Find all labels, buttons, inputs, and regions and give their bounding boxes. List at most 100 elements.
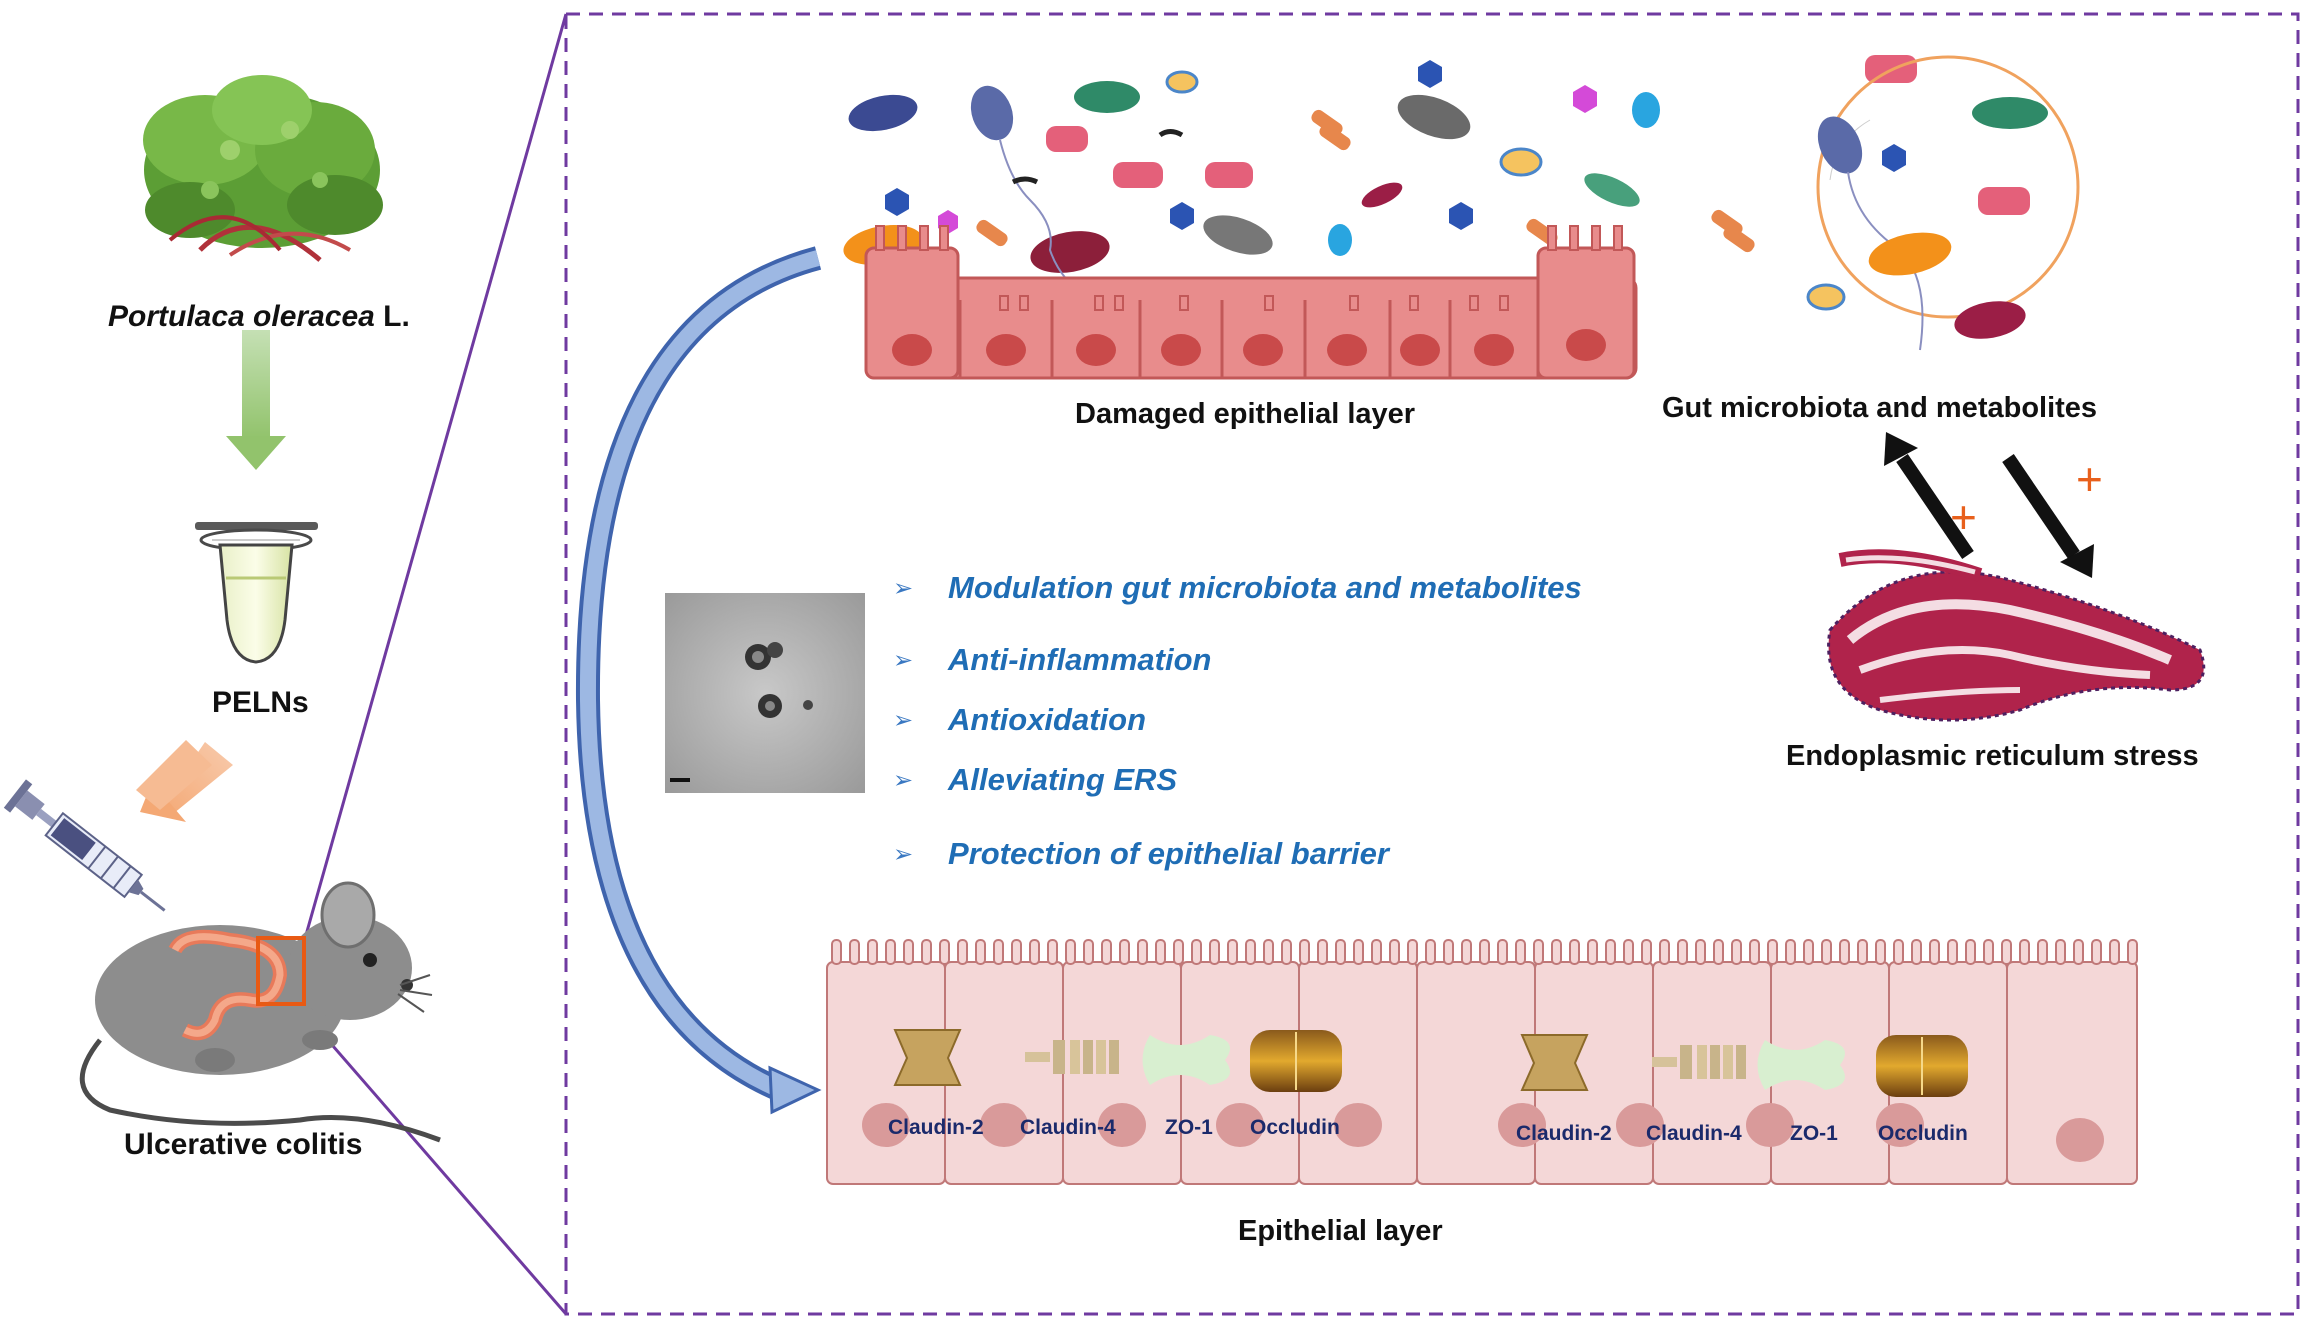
microvillus [1821, 939, 1832, 965]
microvillus [1263, 939, 1274, 965]
microvillus [993, 939, 1004, 965]
microvillus [1515, 939, 1526, 965]
microvillus [1911, 939, 1922, 965]
microvillus [1029, 939, 1040, 965]
microvillus [1119, 939, 1130, 965]
microvillus [1335, 939, 1346, 965]
purslane-plant-illustration [143, 75, 383, 262]
microvillus [1173, 939, 1184, 965]
bullet-icon: ➢ [893, 766, 914, 794]
microvillus [1749, 939, 1760, 965]
plus-sign-1: + [1950, 491, 1977, 543]
microvillus [1083, 939, 1094, 965]
tight-junctions-left [893, 1029, 1342, 1092]
microvillus [1569, 939, 1580, 965]
gut-microbiota-cluster [843, 55, 2030, 301]
bullet-icon: ➢ [893, 840, 914, 868]
tj-label-claudin4-left: Claudin-4 [1020, 1116, 1116, 1139]
tj-label-claudin2-left: Claudin-2 [888, 1116, 984, 1139]
microvillus [2091, 939, 2102, 965]
microbiota-zoom-circle [1711, 55, 2080, 351]
microvillus [1191, 939, 1202, 965]
microvillus [1011, 939, 1022, 965]
microvillus [903, 939, 914, 965]
microvillus [1047, 939, 1058, 965]
microvillus [975, 939, 986, 965]
microvillus [1479, 939, 1490, 965]
plant-label: Portulaca oleracea L. [108, 300, 410, 334]
microvillus [1371, 939, 1382, 965]
microvillus [1803, 939, 1814, 965]
microvillus [849, 939, 860, 965]
plus-sign-2: + [2076, 453, 2103, 505]
endoplasmic-reticulum-illustration [1827, 549, 2206, 722]
microvillus [1227, 939, 1238, 965]
mouse-illustration [79, 881, 441, 1143]
damaged-layer-label: Damaged epithelial layer [1075, 398, 1416, 430]
ulcerative-colitis-label: Ulcerative colitis [124, 1128, 363, 1161]
damaged-epithelium-cells [864, 225, 1638, 380]
mechanism-item: Antioxidation [948, 702, 1147, 737]
ers-label: Endoplasmic reticulum stress [1786, 740, 2199, 772]
microvillus [1155, 939, 1166, 965]
microvillus [1353, 939, 1364, 965]
microvillus [1587, 939, 1598, 965]
microvillus [2109, 939, 2120, 965]
microvillus [1695, 939, 1706, 965]
bullet-icon: ➢ [893, 706, 914, 734]
microvillus [2019, 939, 2030, 965]
microvillus [1533, 939, 1544, 965]
green-down-arrow [226, 330, 286, 470]
microvillus [867, 939, 878, 965]
microvillus [2001, 939, 2012, 965]
tj-label-claudin4-right: Claudin-4 [1646, 1122, 1742, 1145]
tem-micrograph-image [665, 593, 865, 793]
microvillus [1497, 939, 1508, 965]
epithelial-layer-label: Epithelial layer [1238, 1215, 1443, 1247]
tj-label-occludin-left: Occludin [1250, 1116, 1340, 1139]
microvillus [1281, 939, 1292, 965]
microvillus [1929, 939, 1940, 965]
microvillus [1767, 939, 1778, 965]
microvillus [1623, 939, 1634, 965]
microvillus [1101, 939, 1112, 965]
tj-label-zo1-right: ZO-1 [1790, 1122, 1838, 1145]
microvillus [2037, 939, 2048, 965]
microvillus [939, 939, 950, 965]
microvillus [1731, 939, 1742, 965]
microvillus [1389, 939, 1400, 965]
microvillus [1965, 939, 1976, 965]
tj-label-zo1-left: ZO-1 [1165, 1116, 1213, 1139]
microvillus [1659, 939, 1670, 965]
microvillus [1299, 939, 1310, 965]
microvillus [831, 939, 842, 965]
bullet-icon: ➢ [893, 646, 914, 674]
blue-curved-arrow [575, 246, 822, 1115]
microvillus [1893, 939, 1904, 965]
mechanism-item: Protection of epithelial barrier [948, 836, 1389, 871]
bidirectional-arrows [1884, 432, 2094, 578]
microvillus [1785, 939, 1796, 965]
microvillus [1407, 939, 1418, 965]
microvillus [1605, 939, 1616, 965]
microvillus [1425, 939, 1436, 965]
microvillus [2127, 939, 2138, 965]
mechanism-item: Alleviating ERS [948, 762, 1178, 797]
microvillus [885, 939, 896, 965]
microvillus [1875, 939, 1886, 965]
microvillus [1317, 939, 1328, 965]
syringe-icon [3, 779, 166, 912]
microvillus [1551, 939, 1562, 965]
microvillus [921, 939, 932, 965]
zoom-frame [304, 12, 2300, 1316]
microvillus [2073, 939, 2084, 965]
microvillus [957, 939, 968, 965]
microvillus [1137, 939, 1148, 965]
microvillus [1947, 939, 1958, 965]
microvillus [1443, 939, 1454, 965]
tj-label-claudin2-right: Claudin-2 [1516, 1122, 1612, 1145]
healthy-epithelium-cells [826, 939, 2138, 1185]
mechanism-item: Modulation gut microbiota and metabolite… [948, 570, 1582, 605]
plant-species-name: Portulaca oleracea [108, 300, 375, 333]
